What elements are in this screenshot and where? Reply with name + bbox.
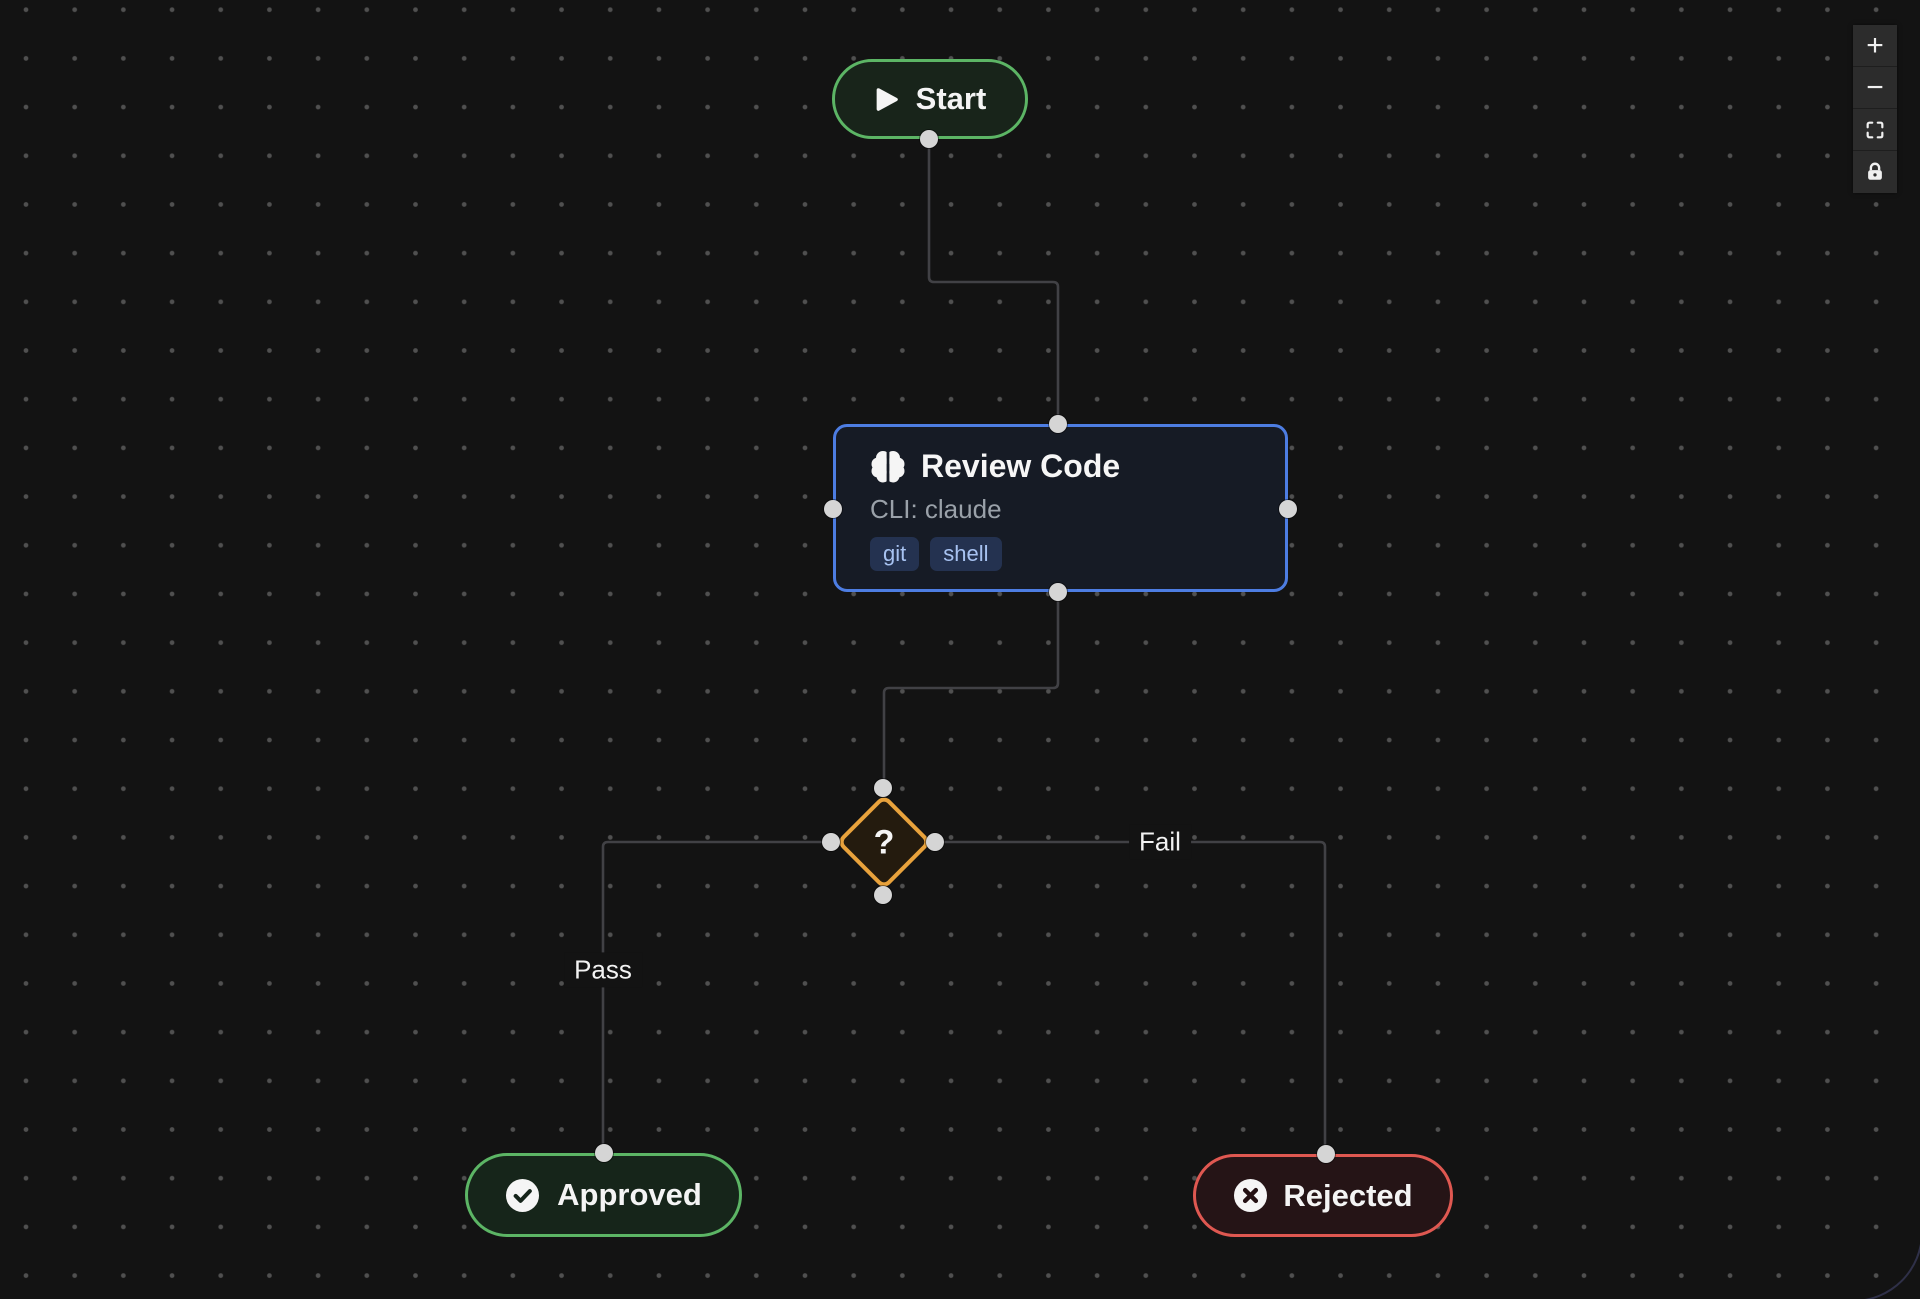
edge-decision-to-rejected[interactable] <box>935 840 1327 1154</box>
lock-icon <box>1864 161 1886 183</box>
edge-review-to-decision[interactable] <box>882 592 1060 788</box>
handle-approved-top[interactable] <box>595 1144 613 1162</box>
handle-review-left[interactable] <box>824 500 842 518</box>
minus-icon: − <box>1866 70 1884 104</box>
node-rejected[interactable]: Rejected <box>1193 1154 1453 1237</box>
edge-label-fail[interactable]: Fail <box>1129 824 1191 860</box>
fit-view-button[interactable] <box>1853 109 1897 151</box>
plus-icon: + <box>1866 28 1884 62</box>
node-review-tags: git shell <box>870 537 1285 571</box>
node-approved-label: Approved <box>557 1177 702 1212</box>
node-review-subtitle: CLI: claude <box>870 494 1002 524</box>
handle-start-bottom[interactable] <box>920 130 938 148</box>
handle-decision-top[interactable] <box>874 779 892 797</box>
node-review-code[interactable]: Review Code CLI: claude git shell <box>833 424 1288 592</box>
lock-button[interactable] <box>1853 151 1897 193</box>
handle-decision-right[interactable] <box>926 833 944 851</box>
handle-decision-bottom[interactable] <box>874 886 892 904</box>
node-review-title: Review Code <box>921 448 1121 484</box>
zoom-in-button[interactable]: + <box>1853 25 1897 67</box>
handle-review-bottom[interactable] <box>1049 583 1067 601</box>
handle-rejected-top[interactable] <box>1317 1145 1335 1163</box>
play-icon <box>874 86 899 113</box>
canvas-controls: + − <box>1853 25 1897 193</box>
tag-git: git <box>870 537 920 571</box>
edge-start-to-review[interactable] <box>927 140 1060 424</box>
node-approved[interactable]: Approved <box>465 1153 742 1237</box>
handle-review-right[interactable] <box>1279 500 1297 518</box>
brain-icon <box>870 450 906 484</box>
zoom-out-button[interactable]: − <box>1853 67 1897 109</box>
node-rejected-label: Rejected <box>1283 1177 1413 1213</box>
x-circle-icon <box>1233 1178 1268 1213</box>
edge-label-pass[interactable]: Pass <box>564 952 642 988</box>
fit-view-icon <box>1864 119 1886 141</box>
edge-decision-to-approved[interactable] <box>601 840 831 1153</box>
node-decision-label: ? <box>873 823 895 862</box>
node-start[interactable]: Start <box>832 59 1028 139</box>
tag-shell: shell <box>930 537 1002 571</box>
node-start-label: Start <box>915 81 987 116</box>
handle-review-top[interactable] <box>1049 415 1067 433</box>
handle-decision-left[interactable] <box>822 833 840 851</box>
check-circle-icon <box>505 1178 540 1213</box>
